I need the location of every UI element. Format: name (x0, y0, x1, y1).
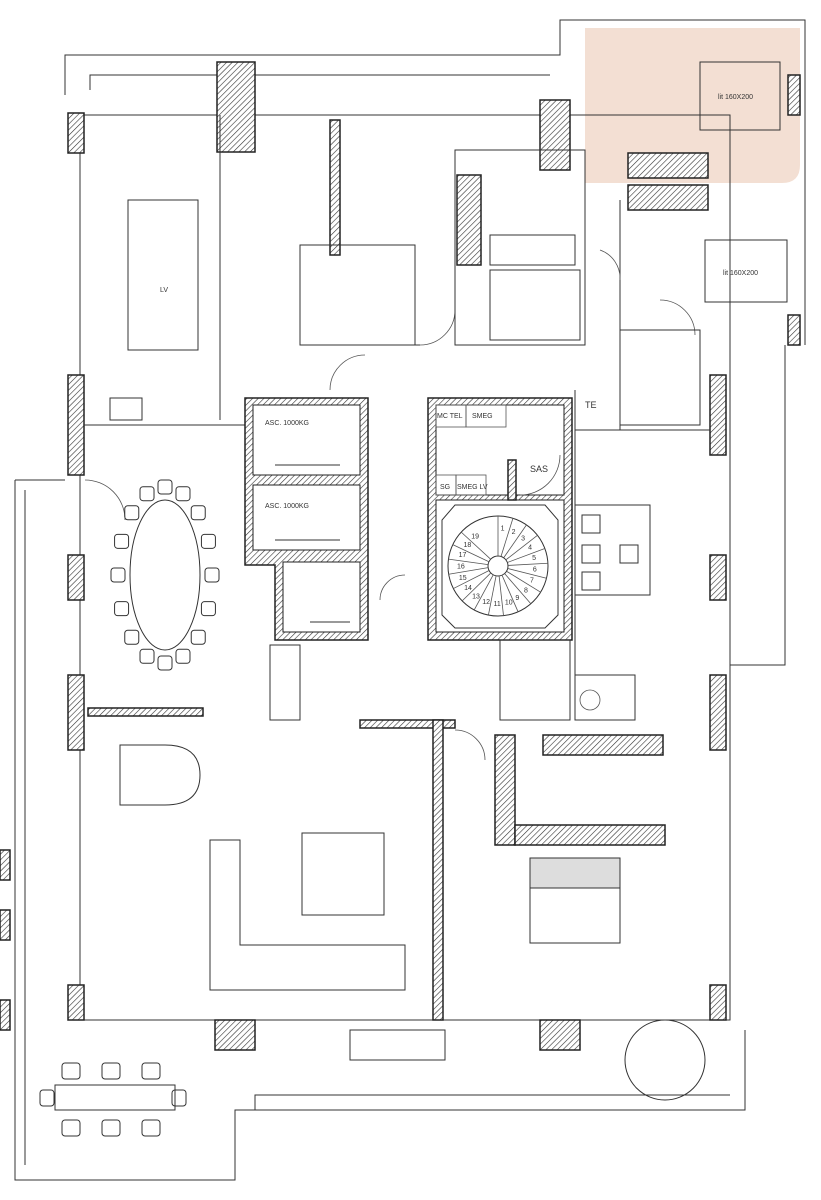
chair (124, 505, 140, 521)
stair-step-number: 6 (533, 567, 537, 574)
stair-step-number: 3 (521, 535, 525, 542)
stair-step-number: 5 (532, 555, 536, 562)
furniture: LV (39, 199, 706, 1137)
elevator-core: ASC. 1000KG ASC. 1000KG MC TEL SMEG SAS … (244, 397, 597, 641)
stair-step (461, 572, 492, 602)
chair (61, 1119, 81, 1137)
exterior-walls (0, 61, 801, 1051)
chair (110, 567, 126, 583)
chair (124, 629, 140, 645)
stair-step (500, 518, 514, 557)
cooktop (581, 514, 639, 591)
stair-step (473, 574, 494, 611)
stair-step (504, 573, 532, 604)
stair-step-number: 11 (493, 601, 500, 608)
terrace-outline (14, 19, 806, 1181)
stair-step-number: 2 (512, 529, 516, 536)
beds: lit 160X200 lit 160X200 (529, 61, 788, 944)
stair-step-number: 1 (501, 525, 505, 532)
stair-step (448, 567, 489, 575)
chair (141, 1062, 161, 1080)
chair (157, 479, 173, 495)
stair-step (507, 562, 548, 566)
stair-step-number: 13 (472, 593, 480, 600)
stair-step-number: 10 (505, 600, 513, 607)
chair (204, 567, 220, 583)
stair-step-number: 18 (463, 542, 471, 549)
wardrobes (494, 152, 709, 846)
chair (39, 1089, 55, 1107)
highlighted-bedroom[interactable] (585, 28, 800, 183)
mc-tel-label: MC TEL (437, 413, 463, 420)
bed-2-label: lit 160X200 (723, 270, 758, 277)
stair-step (507, 568, 547, 579)
stair-step (452, 544, 490, 563)
smeg-label: SMEG (472, 413, 493, 420)
chair (101, 1062, 121, 1080)
stair-step-number: 12 (482, 599, 490, 606)
stair-step-number: 7 (530, 578, 534, 585)
wet-rooms (299, 149, 701, 721)
stair-step-number: 9 (515, 595, 519, 602)
stair-step (498, 575, 504, 616)
chair (139, 486, 155, 502)
stair-step (453, 570, 490, 589)
stair-step-number: 14 (464, 585, 472, 592)
chair (171, 1089, 187, 1107)
doors (84, 249, 696, 761)
chair (200, 533, 216, 549)
elevator-2-label: ASC. 1000KG (265, 503, 309, 510)
chair (190, 505, 206, 521)
lv-label: LV (160, 287, 168, 294)
sg-label: SG (440, 484, 450, 491)
stair-step (505, 534, 538, 561)
chair (61, 1062, 81, 1080)
chair (114, 601, 130, 617)
chair (139, 648, 155, 664)
stair-step (506, 570, 541, 593)
elevator-1-label: ASC. 1000KG (265, 420, 309, 427)
stair-step-number: 16 (457, 564, 465, 571)
chair (175, 648, 191, 664)
stair-step-number: 19 (471, 533, 479, 540)
stair-step (448, 558, 489, 566)
stair-step-number: 8 (524, 588, 528, 595)
chair (141, 1119, 161, 1137)
stair-step (460, 531, 491, 560)
stair-step-number: 17 (459, 552, 467, 559)
chair (190, 629, 206, 645)
stair-step (501, 574, 519, 612)
sas-partition-wall (507, 459, 517, 501)
stair-step-number: 15 (459, 575, 467, 582)
stair-step-number: 4 (528, 544, 532, 551)
stair-step (507, 548, 545, 563)
stair-step (488, 575, 497, 616)
te-label: TE (585, 400, 597, 410)
chair (200, 601, 216, 617)
stair-step (503, 524, 527, 559)
sas-label: SAS (530, 464, 548, 474)
chair (101, 1119, 121, 1137)
chair (114, 533, 130, 549)
chair (175, 486, 191, 502)
bed-1-label: lit 160X200 (718, 94, 753, 101)
chair (157, 655, 173, 671)
smeg-lv-label: SMEG LV (457, 484, 488, 491)
